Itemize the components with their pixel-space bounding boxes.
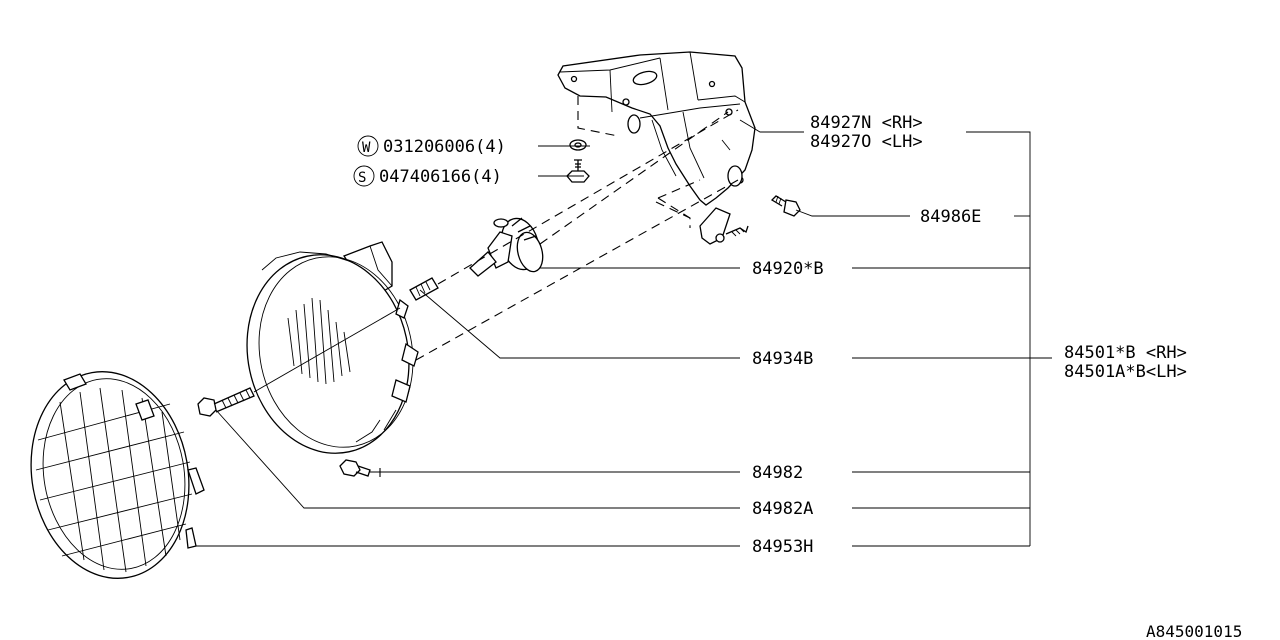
assembly-dashed-lines: [379, 109, 739, 482]
washer-drawing: [569, 139, 587, 151]
label-fog-assembly-lh[interactable]: 84501A*B<LH>: [1064, 362, 1187, 382]
part-labels: 84927N <RH> 84927O <LH> W 031206006(4) S…: [353, 113, 1242, 640]
fog-lamp-drawing: [246, 241, 419, 454]
label-bolt-84986e[interactable]: 84986E: [920, 207, 981, 227]
bracket-drawing: [557, 51, 756, 245]
screw-prefix-circle: [353, 165, 375, 187]
label-grille[interactable]: 84953H: [752, 537, 813, 557]
screw-84982-drawing: [339, 459, 371, 477]
label-washer[interactable]: 031206006(4): [383, 137, 506, 157]
label-bracket-lh[interactable]: 84927O <LH>: [810, 132, 923, 152]
washer-prefix-letter: W: [362, 140, 371, 156]
label-fog-assembly-rh[interactable]: 84501*B <RH>: [1064, 343, 1187, 363]
bolt-84986e-drawing: [770, 195, 801, 217]
label-screw-84982[interactable]: 84982: [752, 463, 803, 483]
label-bulb[interactable]: 84920*B: [752, 259, 824, 279]
screw-drawing: [566, 159, 590, 183]
diagram-id: A845001015: [1146, 622, 1242, 640]
label-adjuster[interactable]: 84934B: [752, 349, 813, 369]
washer-prefix-circle: [357, 135, 379, 157]
leader-lines: [196, 119, 1052, 547]
bulb-drawing: [469, 217, 544, 277]
label-screw[interactable]: 047406166(4): [379, 167, 502, 187]
label-bracket-rh[interactable]: 84927N <RH>: [810, 113, 923, 133]
screw-prefix-letter: S: [358, 170, 366, 186]
adjuster-screw-drawing: [409, 277, 439, 301]
grille-drawing: [30, 371, 205, 579]
label-bolt-84982a[interactable]: 84982A: [752, 499, 813, 519]
